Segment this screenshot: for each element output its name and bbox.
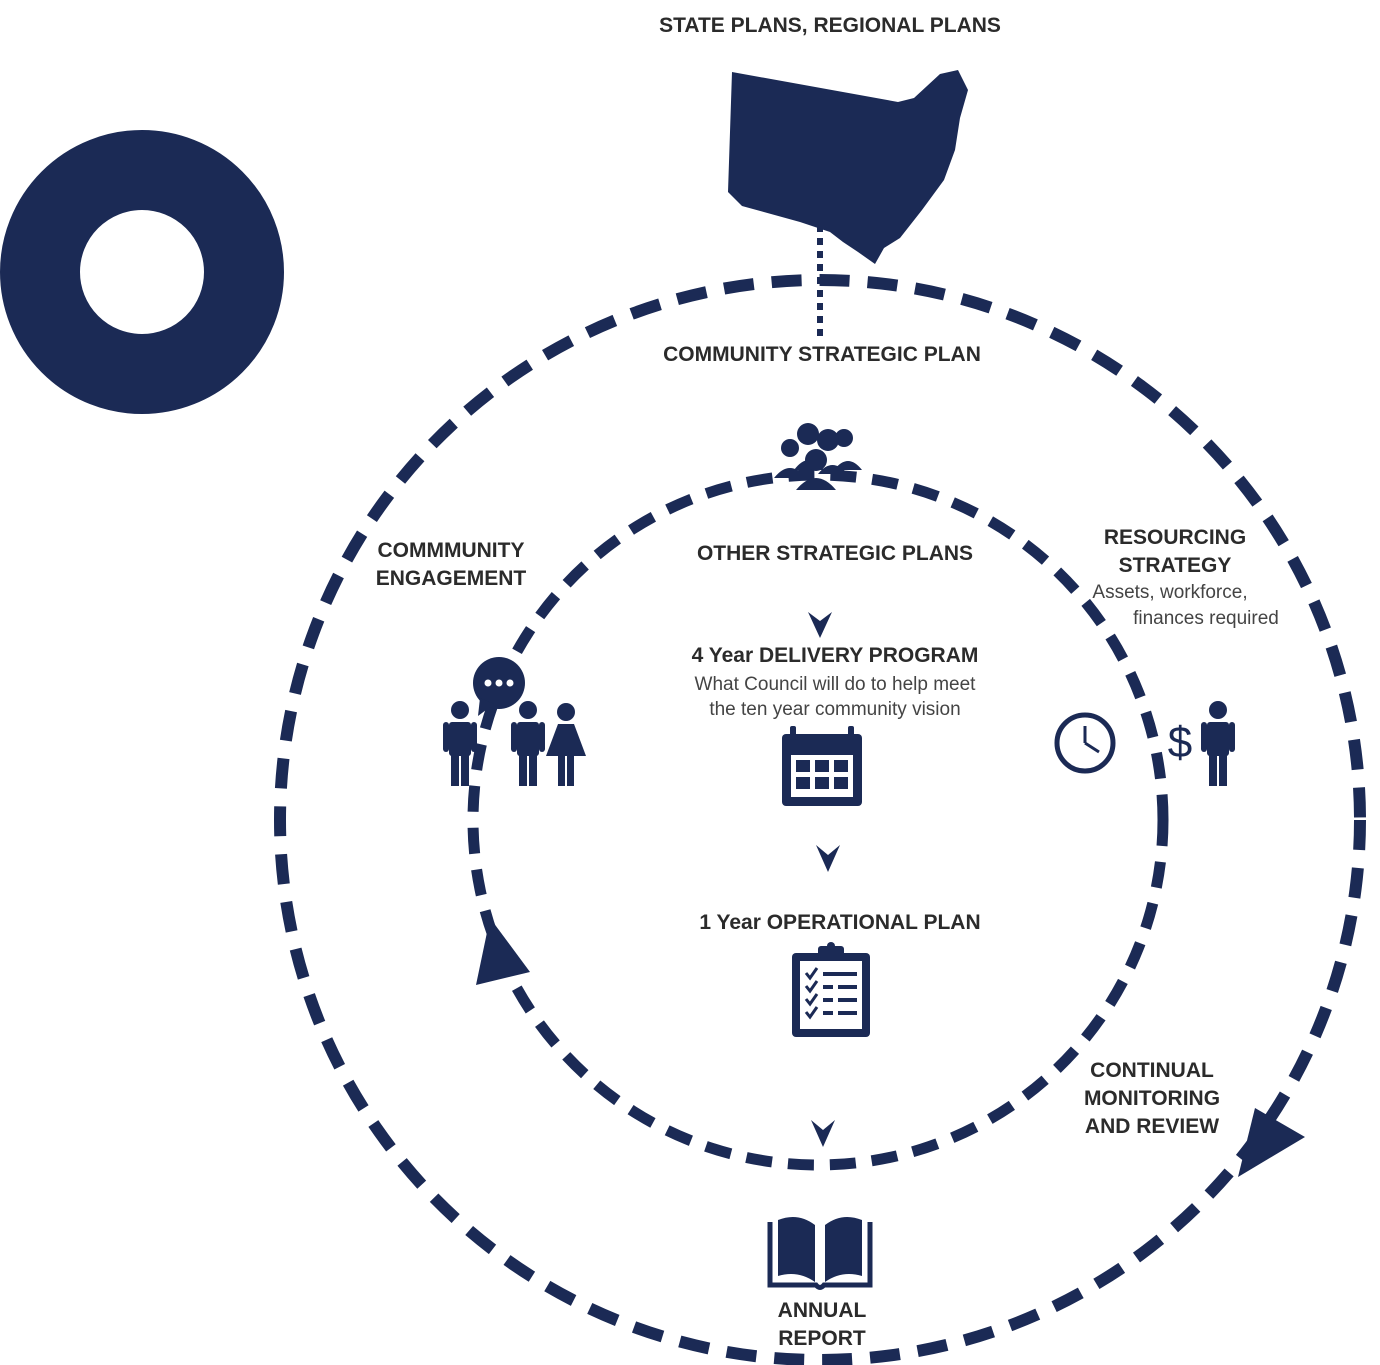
delivery-program-desc-line2: the ten year community vision [709, 699, 960, 720]
monitoring-label-line3: AND REVIEW [1085, 1115, 1219, 1138]
speech-bubble-icon [473, 657, 525, 716]
monitoring-label-line2: MONITORING [1084, 1087, 1220, 1110]
community-strategic-plan-label: COMMUNITY STRATEGIC PLAN [663, 343, 981, 366]
annual-report-label-line1: ANNUAL [778, 1299, 867, 1322]
delivery-program-title: 4 Year DELIVERY PROGRAM [692, 644, 979, 667]
down-chevron-icon [808, 612, 832, 638]
calendar-icon [782, 726, 862, 806]
resourcing-desc-line1: Assets, workforce, [1092, 582, 1247, 603]
person-icon [443, 701, 477, 786]
other-strategic-plans-label: OTHER STRATEGIC PLANS [697, 542, 973, 565]
state-plans-label: STATE PLANS, REGIONAL PLANS [659, 14, 1001, 37]
delivery-program-desc-line1: What Council will do to help meet [695, 674, 977, 695]
clock-icon [1054, 712, 1116, 774]
clipboard-checklist-icon [792, 942, 870, 1037]
community-engagement-label-line1: COMMMUNITY [378, 539, 525, 562]
cycle-arrow-icon [476, 918, 1305, 1177]
dollar-icon: $ [1168, 701, 1235, 786]
operational-plan-label: 1 Year OPERATIONAL PLAN [699, 911, 980, 934]
resourcing-desc-line2: finances required [1133, 608, 1279, 629]
ring-logo [0, 130, 284, 414]
monitoring-label-line1: CONTINUAL [1090, 1059, 1214, 1082]
book-icon [767, 1216, 873, 1290]
people-group-icon [774, 423, 862, 490]
down-chevron-icon [816, 845, 840, 872]
community-engagement-label-line2: ENGAGEMENT [376, 567, 527, 590]
resourcing-strategy-label-line1: RESOURCING [1104, 526, 1246, 549]
annual-report-label-line2: REPORT [778, 1327, 866, 1350]
family-icon [511, 701, 586, 786]
svg-text:$: $ [1168, 718, 1192, 767]
down-chevron-icon [811, 1120, 835, 1147]
resourcing-strategy-label-line2: STRATEGY [1119, 554, 1232, 577]
inner-dashed-ring [467, 469, 1169, 1171]
nsw-map-icon [728, 70, 968, 264]
